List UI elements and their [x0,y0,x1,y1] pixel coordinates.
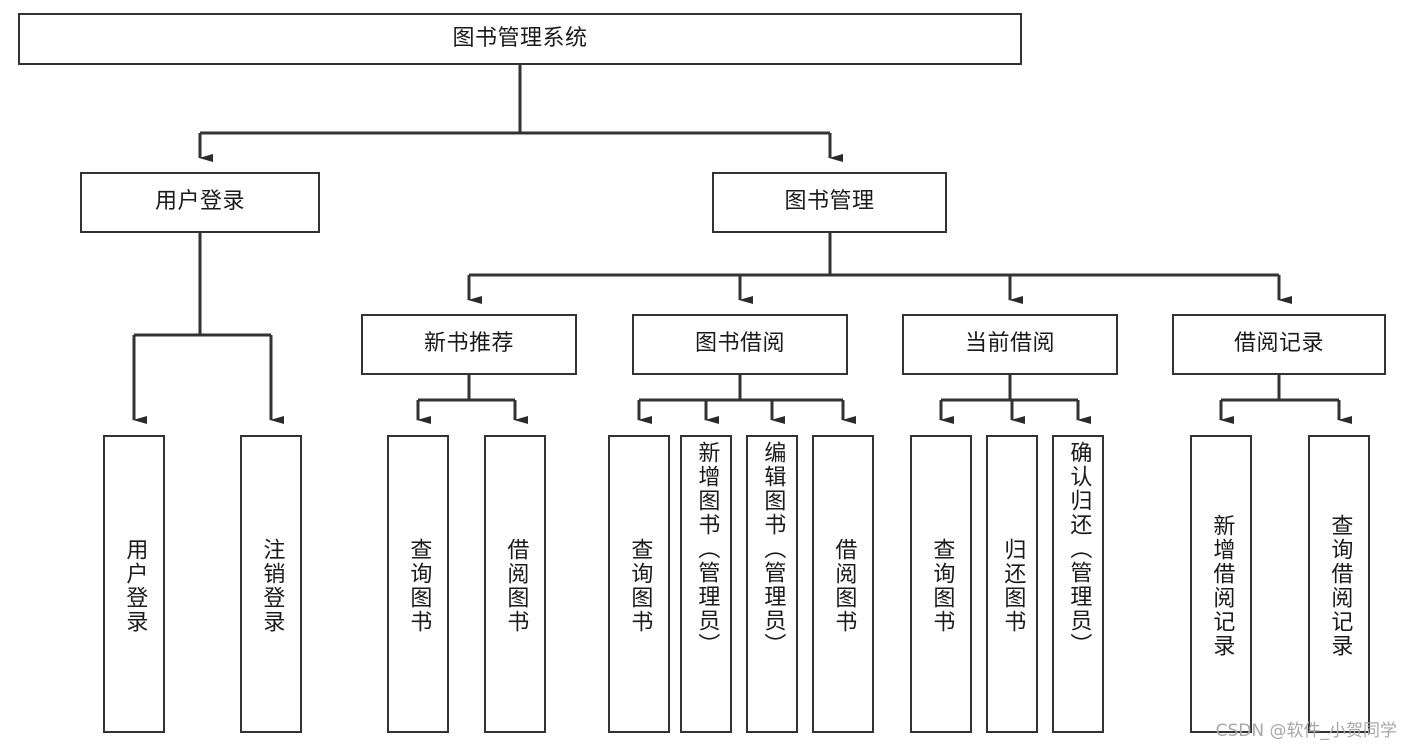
leaf-borrow-book-recommend[interactable]: 借阅图书 [484,435,546,733]
node-label: 新书推荐 [423,331,514,357]
leaf-confirm-return-admin[interactable]: 确认归还（管理员） [1052,435,1104,733]
node-label: 用户登录 [154,189,245,215]
leaf-user-login[interactable]: 用户登录 [103,435,165,733]
node-label: 图书管理系统 [452,25,588,51]
node-user-login[interactable]: 用户登录 [80,172,320,233]
node-label: 查询图书 [406,538,432,634]
leaf-return-book[interactable]: 归还图书 [986,435,1038,733]
node-book-management[interactable]: 图书管理 [712,172,947,233]
node-book-borrow[interactable]: 图书借阅 [632,314,848,375]
leaf-logout[interactable]: 注销登录 [240,435,302,733]
node-label: 查询图书 [627,538,653,634]
leaf-query-book-recommend[interactable]: 查询图书 [387,435,449,733]
leaf-query-book-current[interactable]: 查询图书 [910,435,972,733]
leaf-query-borrow-record[interactable]: 查询借阅记录 [1308,435,1370,733]
leaf-borrow-book[interactable]: 借阅图书 [812,435,874,733]
leaf-edit-book-admin[interactable]: 编辑图书（管理员） [746,435,798,733]
node-label: 编辑图书（管理员） [760,441,786,657]
node-label: 新增图书（管理员） [694,441,720,657]
node-new-book-recommend[interactable]: 新书推荐 [361,314,577,375]
node-label: 图书管理 [784,189,875,215]
node-label: 借阅图书 [503,538,529,634]
leaf-add-book-admin[interactable]: 新增图书（管理员） [680,435,732,733]
node-borrow-records[interactable]: 借阅记录 [1172,314,1386,375]
node-root-system[interactable]: 图书管理系统 [18,13,1022,65]
node-label: 新增借阅记录 [1209,514,1235,658]
leaf-add-borrow-record[interactable]: 新增借阅记录 [1190,435,1252,733]
node-label: 图书借阅 [694,331,785,357]
watermark-text: CSDN @软件_小贺同学 [1215,721,1397,741]
node-label: 查询图书 [929,538,955,634]
node-label: 查询借阅记录 [1327,514,1353,658]
leaf-query-book-borrow[interactable]: 查询图书 [608,435,670,733]
node-label: 当前借阅 [964,331,1055,357]
node-current-borrow[interactable]: 当前借阅 [902,314,1118,375]
node-label: 借阅记录 [1233,331,1324,357]
node-label: 注销登录 [259,538,285,634]
node-label: 归还图书 [1000,538,1026,634]
node-label: 借阅图书 [831,538,857,634]
node-label: 用户登录 [122,538,148,634]
node-label: 确认归还（管理员） [1066,441,1092,657]
